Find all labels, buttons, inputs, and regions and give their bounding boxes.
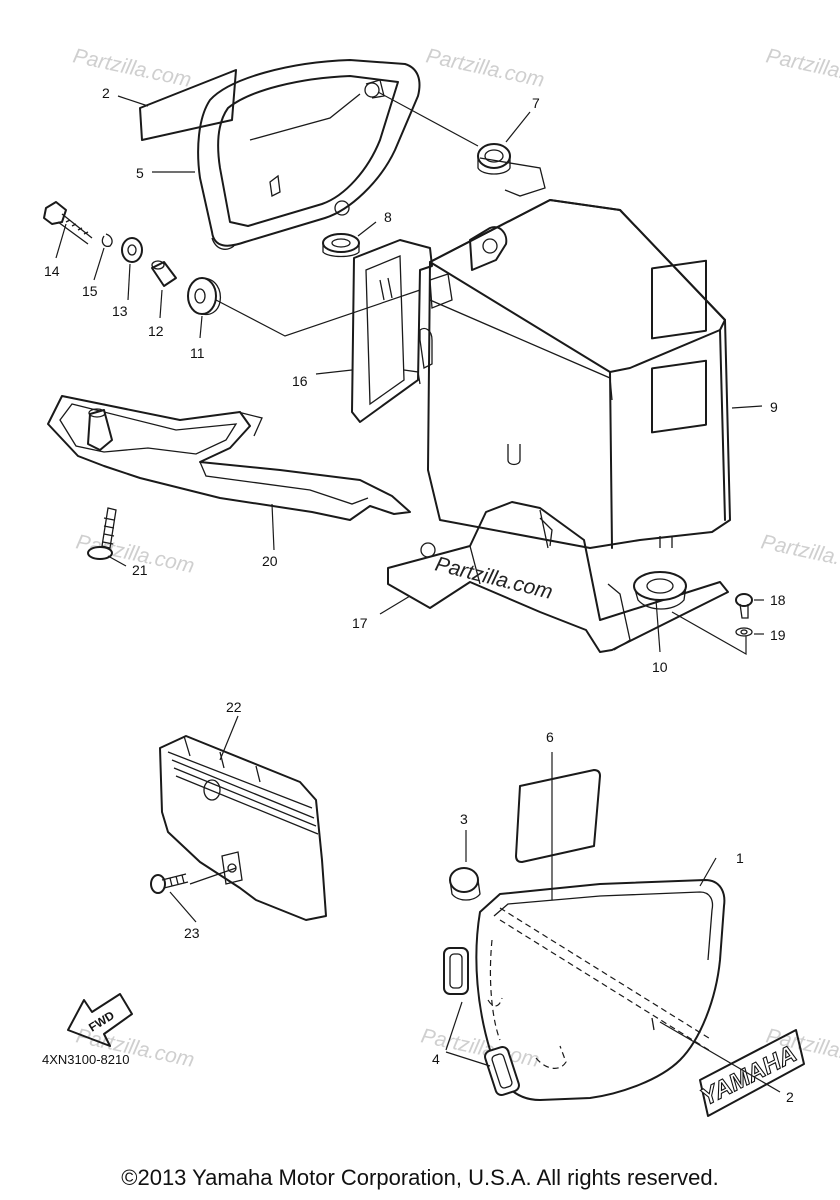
cover-22 xyxy=(159,735,327,921)
callout-15: 15 xyxy=(82,283,98,299)
callout-2-emblem: 2 xyxy=(786,1089,794,1105)
washer-15 xyxy=(101,233,113,248)
watermark: Partzilla.com xyxy=(759,530,840,577)
callout-10: 10 xyxy=(652,659,668,675)
decal-upper xyxy=(139,69,237,141)
callout-2-decal: 2 xyxy=(102,85,110,101)
callout-1: 1 xyxy=(736,850,744,866)
callout-20: 20 xyxy=(262,553,278,569)
bolt-21 xyxy=(87,507,117,560)
grommet-10 xyxy=(633,571,687,610)
bolt-23 xyxy=(150,873,189,894)
callout-labels: 1 2 2 3 4 5 6 7 8 9 10 11 12 13 14 15 16… xyxy=(44,85,794,1105)
callout-17: 17 xyxy=(352,615,368,631)
callout-12: 12 xyxy=(148,323,164,339)
side-cover-lower xyxy=(475,879,726,1101)
callout-19: 19 xyxy=(770,627,786,643)
pads-4 xyxy=(443,947,520,1097)
watermark-central: Partzilla.com xyxy=(433,553,555,604)
callout-7: 7 xyxy=(532,95,540,111)
callout-9: 9 xyxy=(770,399,778,415)
stay-20 xyxy=(47,395,411,521)
watermark: Partzilla.com xyxy=(764,44,840,91)
watermark: Partzilla.com xyxy=(71,44,193,91)
battery-box-9 xyxy=(419,157,731,549)
grommet-8 xyxy=(322,233,360,258)
callout-6: 6 xyxy=(546,729,554,745)
side-cover-upper xyxy=(197,59,421,250)
callout-14: 14 xyxy=(44,263,60,279)
washer-19 xyxy=(735,627,753,637)
callout-23: 23 xyxy=(184,925,200,941)
watermark: Partzilla.com xyxy=(424,44,546,91)
copyright-notice: ©2013 Yamaha Motor Corporation, U.S.A. A… xyxy=(121,1165,719,1190)
callout-3: 3 xyxy=(460,811,468,827)
spacer-12 xyxy=(151,260,177,287)
callout-16: 16 xyxy=(292,373,308,389)
callout-4: 4 xyxy=(432,1051,440,1067)
screw-18 xyxy=(735,593,753,619)
callout-13: 13 xyxy=(112,303,128,319)
grommet-11 xyxy=(187,277,222,316)
collar-13 xyxy=(121,237,143,263)
callout-18: 18 xyxy=(770,592,786,608)
part-code: 4XN3100-8210 xyxy=(42,1052,130,1067)
callout-11: 11 xyxy=(190,345,205,361)
bracket-16 xyxy=(351,239,433,423)
callout-21: 21 xyxy=(132,562,148,578)
callout-5: 5 xyxy=(136,165,144,181)
callout-8: 8 xyxy=(384,209,392,225)
bolt-14 xyxy=(43,201,93,245)
grommet-3 xyxy=(449,867,481,901)
bracket-17 xyxy=(387,501,729,653)
callout-22: 22 xyxy=(226,699,242,715)
decal-6 xyxy=(515,769,601,863)
leader-lines xyxy=(55,91,781,1093)
